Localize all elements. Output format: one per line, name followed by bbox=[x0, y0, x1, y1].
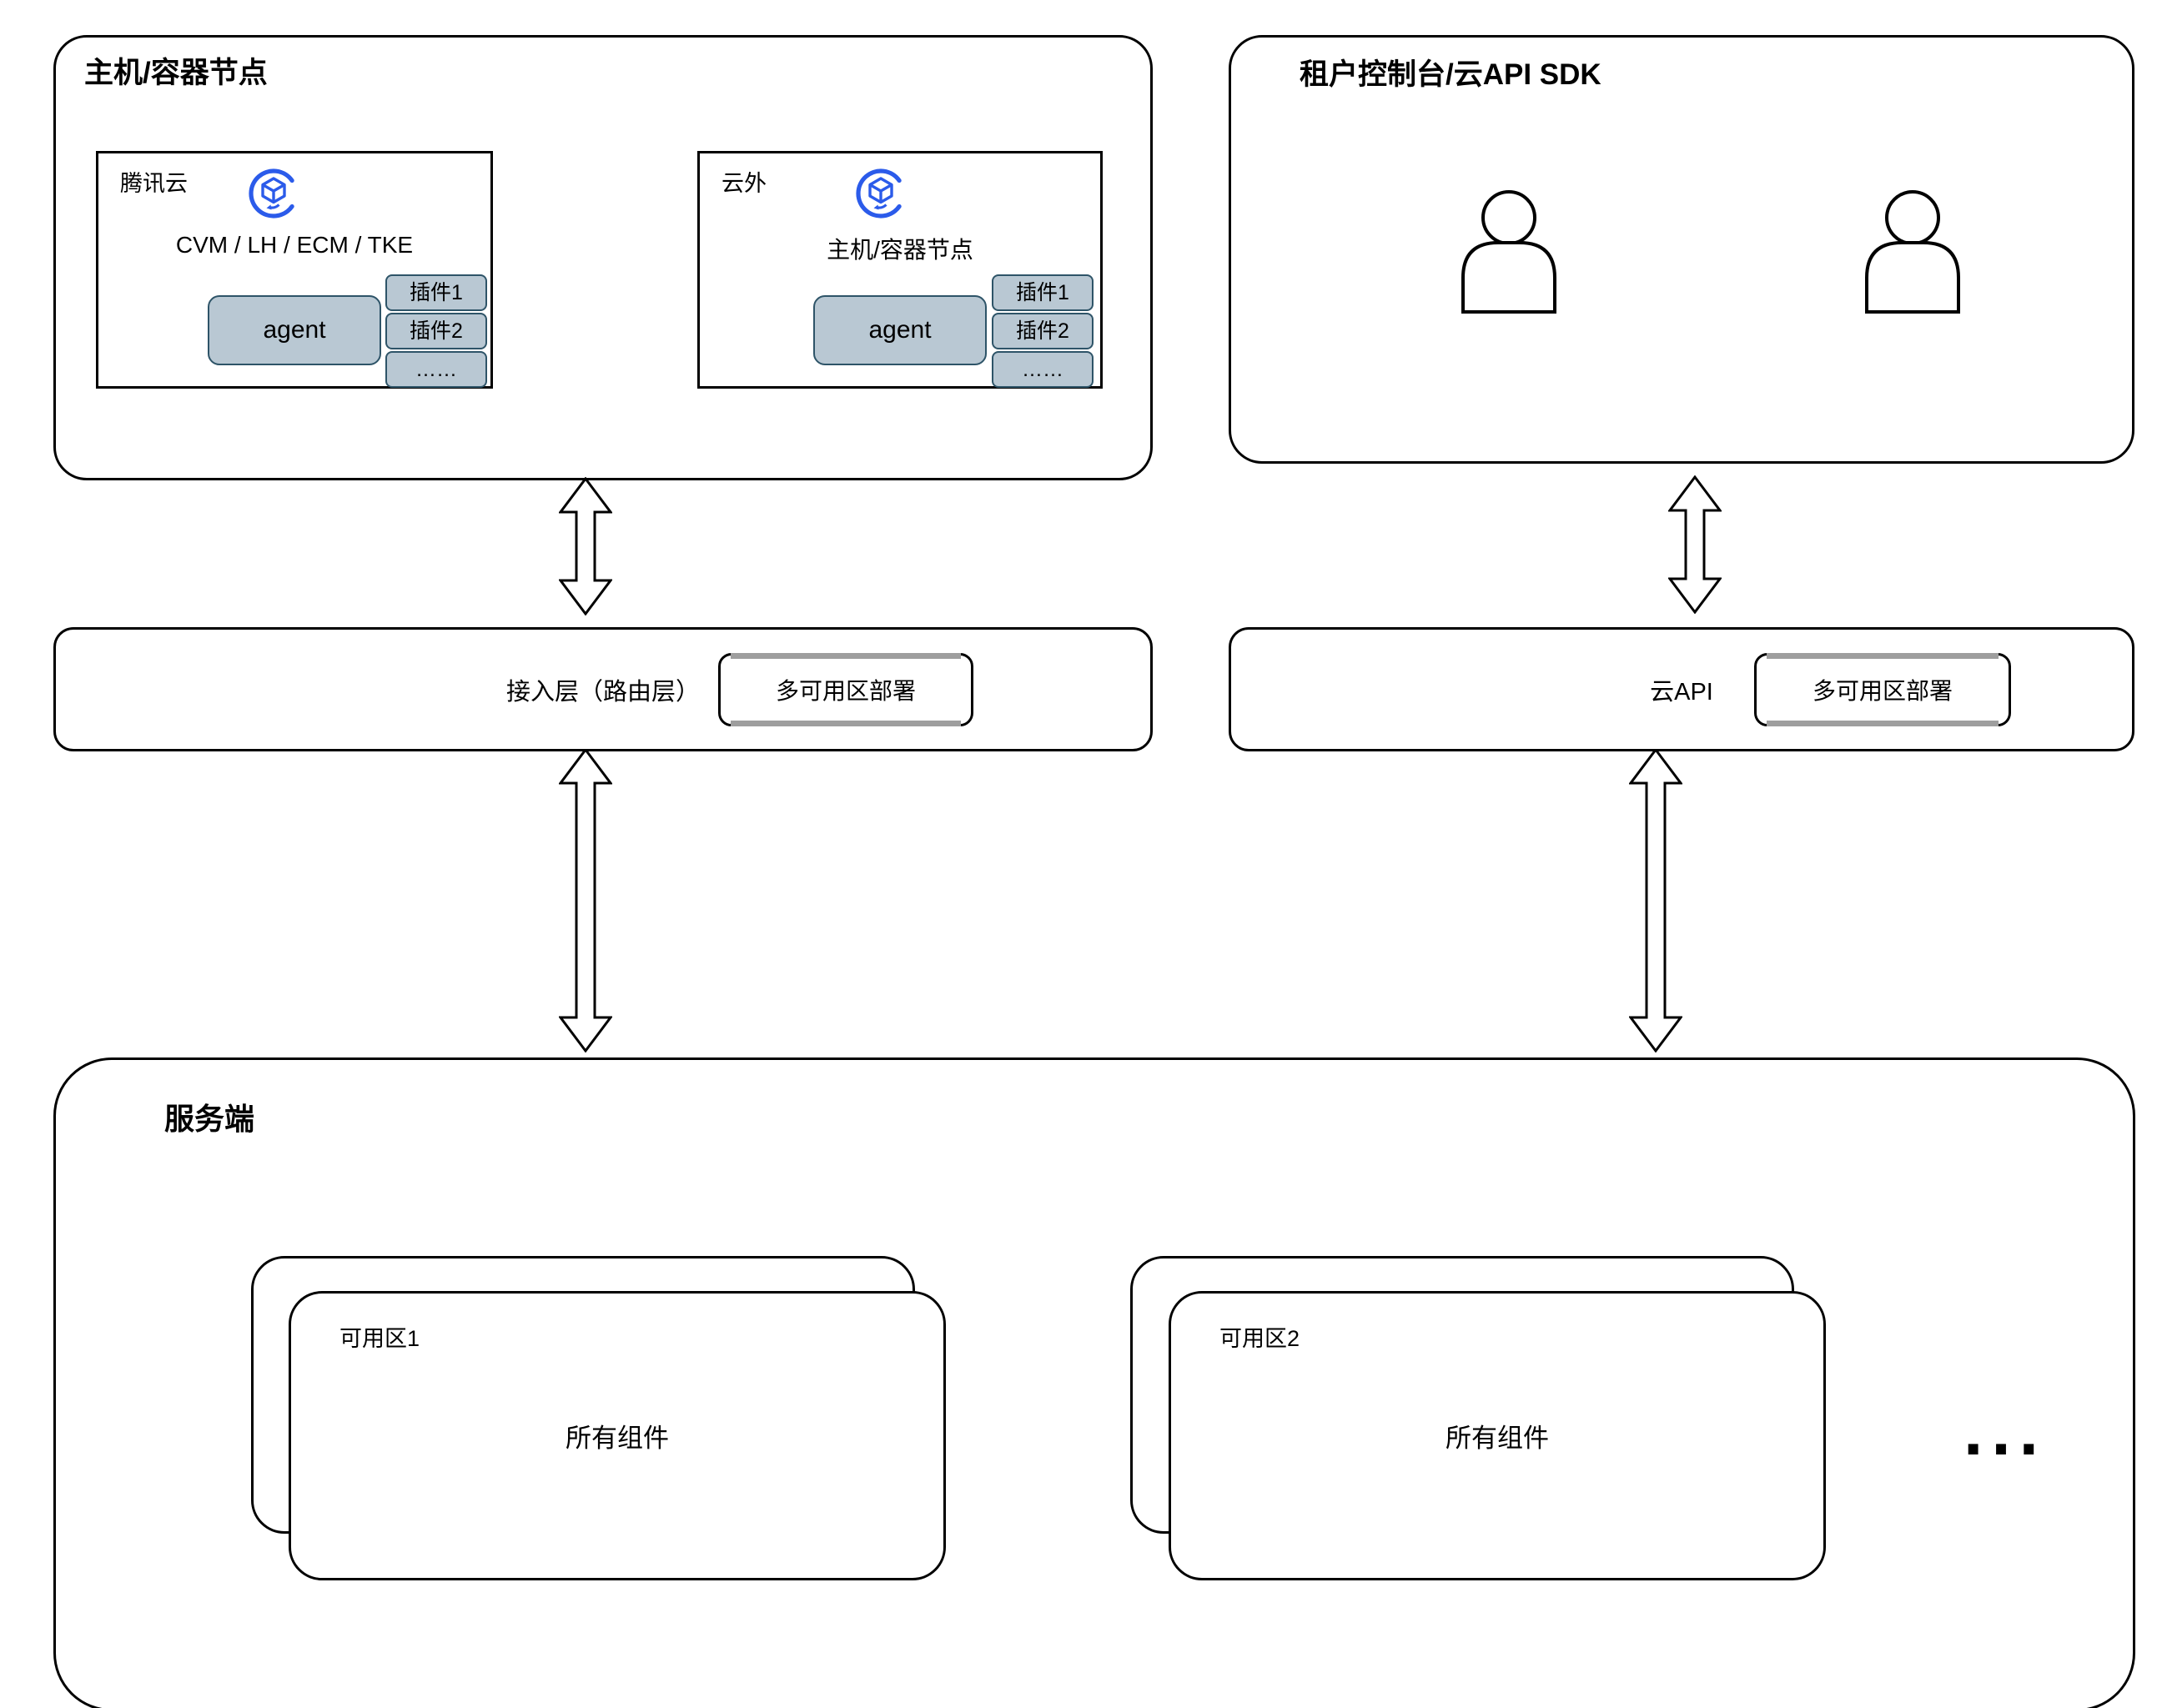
console-section: 租户控制台/云API SDK bbox=[1229, 35, 2134, 464]
zone2-card: 所有组件 可用区2 bbox=[1169, 1291, 1826, 1580]
double-headed-arrow-icon bbox=[559, 477, 612, 615]
person-icon bbox=[1461, 190, 1556, 314]
zone1-card: 所有组件 可用区1 bbox=[289, 1291, 946, 1580]
external-node-types: 主机/容器节点 bbox=[827, 237, 973, 263]
server-section-title: 服务端 bbox=[164, 1102, 255, 1136]
plugin-stack: 插件1 插件2 …… bbox=[385, 274, 487, 389]
zone2-label: 可用区2 bbox=[1219, 1326, 1300, 1351]
cloud-api-label: 云API bbox=[1650, 678, 1713, 706]
external-label: 云外 bbox=[722, 171, 767, 196]
double-headed-arrow-icon bbox=[1668, 475, 1722, 614]
tencent-cloud-label: 腾讯云 bbox=[120, 171, 188, 196]
multi-az-badge: 多可用区部署 bbox=[1754, 653, 2011, 726]
multi-az-badge-label: 多可用区部署 bbox=[775, 678, 916, 704]
agent-box: agent bbox=[813, 295, 987, 365]
cloud-api-bar: 云API 多可用区部署 bbox=[1229, 627, 2134, 751]
tencent-cloud-logo-icon bbox=[247, 167, 300, 220]
plugin-item-more: …… bbox=[992, 351, 1094, 388]
server-section: 服务端 所有组件 可用区1 所有组件 可用区2 ... bbox=[53, 1057, 2135, 1708]
tencent-cloud-node-box: 腾讯云 CVM / LH / ECM / TKE agent 插件1 插件2 …… bbox=[96, 151, 493, 389]
plugin-item: 插件1 bbox=[385, 274, 487, 311]
person-icon bbox=[1865, 190, 1960, 314]
plugin-item: 插件2 bbox=[385, 313, 487, 349]
plugin-stack: 插件1 插件2 …… bbox=[992, 274, 1094, 389]
plugin-item: 插件1 bbox=[992, 274, 1094, 311]
tencent-cloud-logo-icon bbox=[854, 167, 908, 220]
zone1-label: 可用区1 bbox=[339, 1326, 420, 1351]
agent-box: agent bbox=[208, 295, 381, 365]
external-node-box: 云外 主机/容器节点 agent 插件1 插件2 …… bbox=[697, 151, 1103, 389]
double-headed-arrow-icon bbox=[1629, 748, 1682, 1052]
plugin-item: 插件2 bbox=[992, 313, 1094, 349]
more-zones-ellipsis: ... bbox=[1963, 1391, 2047, 1469]
double-headed-arrow-icon bbox=[559, 748, 612, 1052]
multi-az-badge-label: 多可用区部署 bbox=[1812, 678, 1953, 704]
access-layer-label: 接入层（路由层） bbox=[505, 678, 700, 706]
plugin-item-more: …… bbox=[385, 351, 487, 388]
zone2-content: 所有组件 bbox=[1446, 1424, 1549, 1453]
host-node-section: 主机/容器节点 腾讯云 CVM / LH / ECM / TKE agent 插… bbox=[53, 35, 1153, 480]
host-node-section-title: 主机/容器节点 bbox=[84, 57, 268, 89]
tencent-node-types: CVM / LH / ECM / TKE bbox=[175, 232, 414, 258]
console-section-title: 租户控制台/云API SDK bbox=[1300, 58, 1601, 91]
access-layer-bar: 接入层（路由层） 多可用区部署 bbox=[53, 627, 1153, 751]
zone1-content: 所有组件 bbox=[566, 1424, 669, 1453]
multi-az-badge: 多可用区部署 bbox=[718, 653, 973, 726]
